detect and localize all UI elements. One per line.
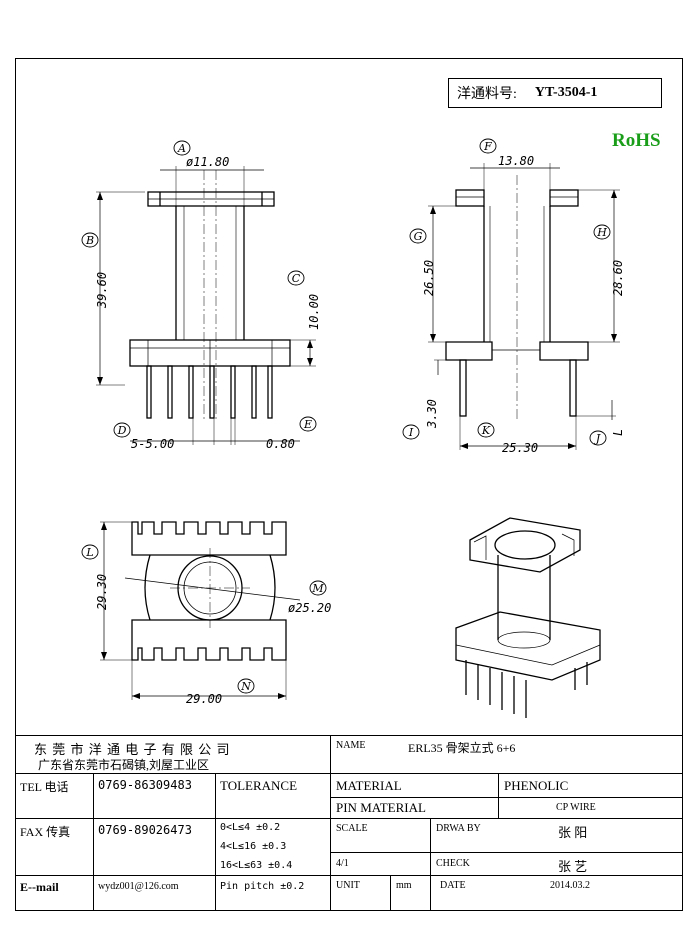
dim-G: 26.50 (422, 260, 436, 296)
part-number-box: 洋通料号: YT-3504-1 (448, 78, 662, 108)
ref-M-letter: M (311, 582, 324, 595)
name-label: NAME (336, 740, 366, 751)
ref-I-letter: I (408, 426, 414, 439)
check-value: 张 艺 (558, 859, 588, 874)
tel-label: TEL 电话 (20, 780, 69, 794)
ref-C-letter: C (292, 272, 301, 285)
dim-D: 5-5.00 (131, 437, 174, 451)
ref-F-circle: F (479, 138, 497, 154)
ref-J-circle: J (589, 430, 607, 446)
dim-E: 0.80 (266, 437, 295, 451)
ref-B-letter: B (85, 234, 94, 247)
pin-material-value: CP WIRE (556, 802, 596, 813)
fax-label: FAX 传真 (20, 825, 71, 839)
ref-L-circle: L (81, 544, 99, 560)
ref-I-circle: I (402, 424, 420, 440)
ref-F-letter: F (483, 140, 492, 153)
tolerance-row-1: 0<L≤4 ±0.2 (220, 822, 281, 833)
top-view (100, 521, 301, 700)
tolerance-row-3: 16<L≤63 ±0.4 (220, 860, 293, 871)
ref-N-letter: N (240, 680, 251, 693)
ref-N-circle: N (237, 678, 255, 694)
isometric-view (455, 517, 601, 718)
ref-D-letter: D (117, 424, 127, 437)
drawing-frame (15, 58, 683, 911)
pin-material-label: PIN MATERIAL (336, 800, 426, 815)
dim-M: ø25.20 (288, 601, 331, 615)
dim-F: 13.80 (498, 154, 534, 168)
part-number-label: 洋通料号: (457, 87, 517, 102)
ref-M-circle: M (309, 580, 327, 596)
dim-K: 25.30 (502, 441, 538, 455)
tel-value: 0769-86309483 (98, 778, 192, 792)
dim-C: 10.00 (307, 294, 321, 330)
unit-label: UNIT (336, 880, 360, 891)
drawby-value: 张 阳 (558, 825, 588, 840)
ref-L-letter: L (85, 546, 93, 559)
email-value: wydz001@126.com (98, 881, 179, 892)
company-address: 广东省东莞市石碣镇,刘屋工业区 (38, 758, 210, 772)
ref-H-letter: H (596, 226, 607, 239)
email-label: E--mail (20, 880, 59, 894)
ref-D-circle: D (113, 422, 131, 438)
material-label: MATERIAL (336, 778, 402, 793)
ref-A-circle: A (173, 140, 191, 156)
part-number-value: YT-3504-1 (534, 85, 598, 100)
unit-value: mm (396, 880, 412, 891)
ref-E-circle: E (299, 416, 317, 432)
date-value: 2014.03.2 (550, 880, 590, 891)
rohs-mark: RoHS (612, 130, 661, 151)
ref-G-circle: G (409, 228, 427, 244)
material-value: PHENOLIC (504, 778, 569, 793)
tolerance-label: TOLERANCE (220, 778, 298, 793)
side-view (428, 163, 620, 450)
scale-value: 4/1 (336, 858, 349, 869)
ref-A-letter: A (177, 142, 186, 155)
ref-C-circle: C (287, 270, 305, 286)
ref-B-circle: B (81, 232, 99, 248)
front-pins (146, 365, 273, 419)
company-name: 东 莞 市 洋 通 电 子 有 限 公 司 (34, 742, 231, 757)
ref-E-letter: E (303, 418, 312, 431)
ref-H-circle: H (593, 224, 611, 240)
dim-H: 28.60 (611, 260, 625, 296)
ref-K-letter: K (481, 424, 491, 437)
tolerance-row-4: Pin pitch ±0.2 (220, 881, 305, 892)
name-value: ERL35 骨架立式 6+6 (408, 741, 516, 755)
scale-label: SCALE (336, 823, 368, 834)
dim-N: 29.00 (186, 692, 222, 706)
ref-J-letter: J (594, 432, 601, 445)
dim-B: 39.60 (95, 272, 109, 309)
front-view (96, 166, 316, 445)
dim-J: L (611, 429, 625, 436)
ref-G-letter: G (414, 230, 423, 243)
ref-K-circle: K (477, 422, 495, 438)
check-label: CHECK (436, 858, 470, 869)
date-label: DATE (440, 880, 466, 891)
dim-A: ø11.80 (186, 155, 229, 169)
dim-L: 29.30 (95, 574, 109, 610)
drawby-label: DRWA BY (436, 823, 481, 834)
tolerance-row-2: 4<L≤16 ±0.3 (220, 841, 287, 852)
fax-value: 0769-89026473 (98, 823, 192, 837)
dim-I: 3.30 (425, 399, 439, 429)
